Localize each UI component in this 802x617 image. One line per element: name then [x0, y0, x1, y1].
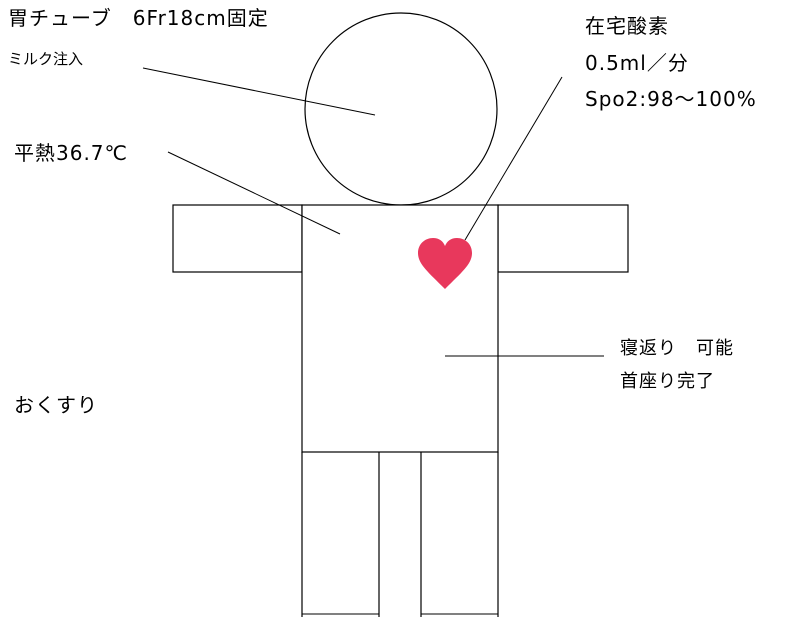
temperature-label: 平熱36.7℃: [14, 141, 128, 165]
oxygen-title-label: 在宅酸素: [585, 14, 669, 38]
left-arm: [172, 204, 303, 273]
tube-label: 胃チューブ 6Fr18cm固定: [8, 6, 269, 30]
milk-label: ミルク注入: [8, 50, 84, 68]
head-circle: [304, 12, 498, 206]
medicine-label: おくすり: [14, 393, 98, 417]
right-arm: [497, 204, 629, 273]
temperature-leader-line: [167, 151, 341, 235]
spo2-label: Spo2:98～100%: [585, 87, 757, 111]
torso: [301, 204, 499, 453]
neck-label: 首座り完了: [620, 371, 715, 392]
milk-leader-line: [142, 67, 376, 116]
heart-icon: [418, 238, 472, 289]
oxygen-leader-line: [464, 76, 563, 241]
oxygen-flow-label: 0.5ml／分: [585, 51, 689, 75]
rolling-label: 寝返り 可能: [620, 338, 734, 359]
